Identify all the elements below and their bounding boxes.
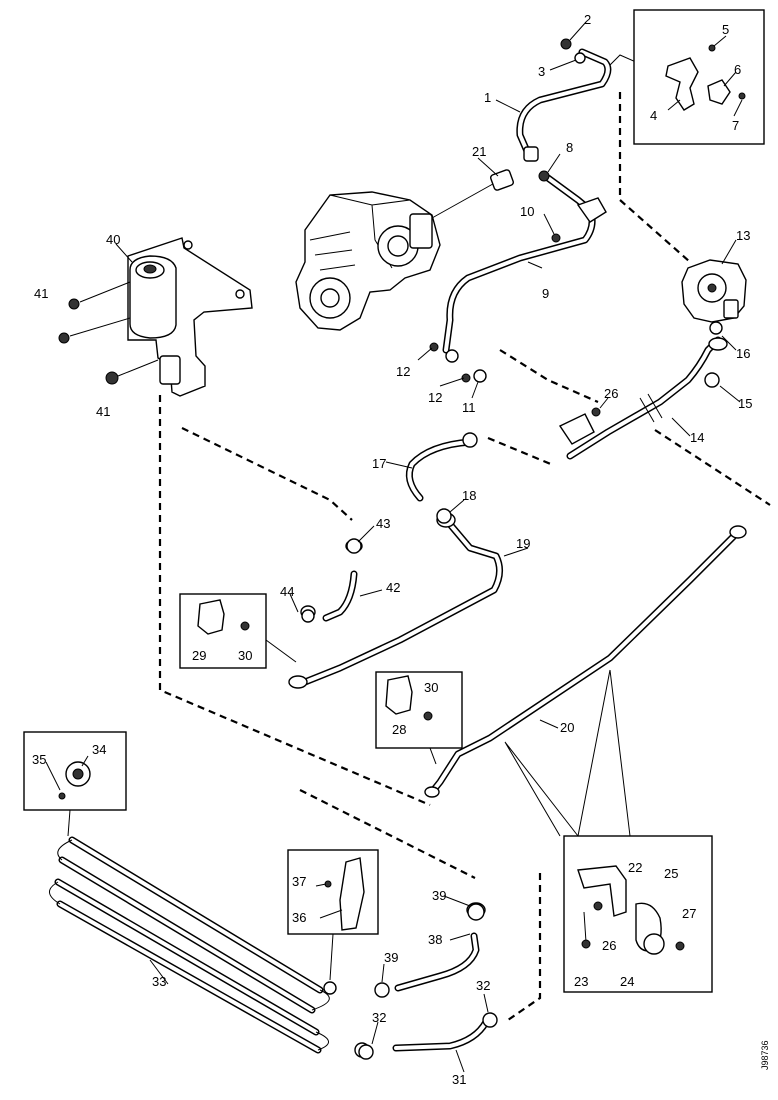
callout-19: 19 (516, 536, 530, 551)
callout-29: 29 (192, 648, 206, 663)
inset-bracket-36-37 (287, 849, 379, 981)
inset-clip-29-30 (179, 593, 297, 669)
callout-42: 42 (386, 580, 400, 595)
inset-bracket-4-7 (633, 9, 765, 145)
callout-32a: 32 (476, 978, 490, 993)
callout-26b: 26 (602, 938, 616, 953)
pipe-9 (442, 174, 607, 354)
pipe-19 (288, 512, 503, 689)
callout-33: 33 (152, 974, 166, 989)
inset-clip-28-30 (375, 671, 463, 765)
pipe-14 (558, 336, 728, 460)
callout-1: 1 (484, 90, 491, 105)
callout-37: 37 (292, 874, 306, 889)
callout-39a: 39 (432, 888, 446, 903)
callout-35: 35 (32, 752, 46, 767)
connection-dashed-lines (158, 54, 771, 1021)
hose-31 (392, 1012, 498, 1052)
fittings (301, 38, 723, 1060)
callout-4: 4 (650, 108, 657, 123)
oil-cooler (49, 836, 370, 1058)
callout-6: 6 (734, 62, 741, 77)
callout-3: 3 (538, 64, 545, 79)
reservoir-nuts (58, 281, 159, 385)
callout-7: 7 (732, 118, 739, 133)
fluid-reservoir (127, 237, 253, 397)
callout-11: 11 (462, 400, 476, 415)
callout-15: 15 (738, 396, 752, 411)
callout-16: 16 (736, 346, 750, 361)
inset-clip-34-35 (23, 731, 127, 837)
callout-9: 9 (542, 286, 549, 301)
callout-36: 36 (292, 910, 306, 925)
callout-40: 40 (106, 232, 120, 247)
callout-39b: 39 (384, 950, 398, 965)
callout-22: 22 (628, 860, 642, 875)
callout-28: 28 (392, 722, 406, 737)
callout-12b: 12 (428, 390, 442, 405)
callout-13: 13 (736, 228, 750, 243)
callout-14: 14 (690, 430, 704, 445)
pipe-1 (516, 48, 612, 162)
callout-labels: 1 2 3 4 5 6 7 8 9 10 11 12 12 13 14 15 1… (32, 12, 752, 1087)
callout-21: 21 (472, 144, 486, 159)
callout-30a: 30 (238, 648, 252, 663)
callout-30b: 30 (424, 680, 438, 695)
steering-gear-assembly (295, 191, 441, 331)
callout-leaders (45, 21, 743, 1073)
pipe-20 (424, 525, 747, 798)
pipe-21-port (431, 169, 514, 219)
callout-23: 23 (574, 974, 588, 989)
callout-25: 25 (664, 866, 678, 881)
callout-5: 5 (722, 22, 729, 37)
callout-12a: 12 (396, 364, 410, 379)
callout-32b: 32 (372, 1010, 386, 1025)
callout-18: 18 (462, 488, 476, 503)
callout-27: 27 (682, 906, 696, 921)
callout-2: 2 (584, 12, 591, 27)
callout-31: 31 (452, 1072, 466, 1087)
callout-34: 34 (92, 742, 106, 757)
callout-43: 43 (376, 516, 390, 531)
hose-17 (405, 432, 478, 502)
callout-10: 10 (520, 204, 534, 219)
callout-41b: 41 (96, 404, 110, 419)
power-steering-pump (681, 259, 747, 323)
callout-41a: 41 (34, 286, 48, 301)
inset-bracket-22-27 (563, 835, 713, 993)
callout-38: 38 (428, 932, 442, 947)
callout-17: 17 (372, 456, 386, 471)
callout-26a: 26 (604, 386, 618, 401)
callout-8: 8 (566, 140, 573, 155)
callout-24: 24 (620, 974, 634, 989)
callout-20: 20 (560, 720, 574, 735)
drawing-code: J98736 (760, 1040, 770, 1070)
callout-44: 44 (280, 584, 294, 599)
